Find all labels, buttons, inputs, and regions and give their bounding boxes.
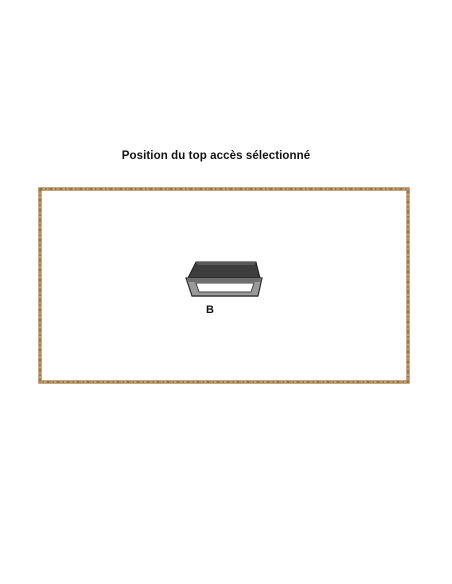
desk-top-outline [37,186,411,385]
position-label: B [206,304,214,316]
cable-access-top-icon [184,258,264,300]
page-title: Position du top accès sélectionné [121,150,311,162]
